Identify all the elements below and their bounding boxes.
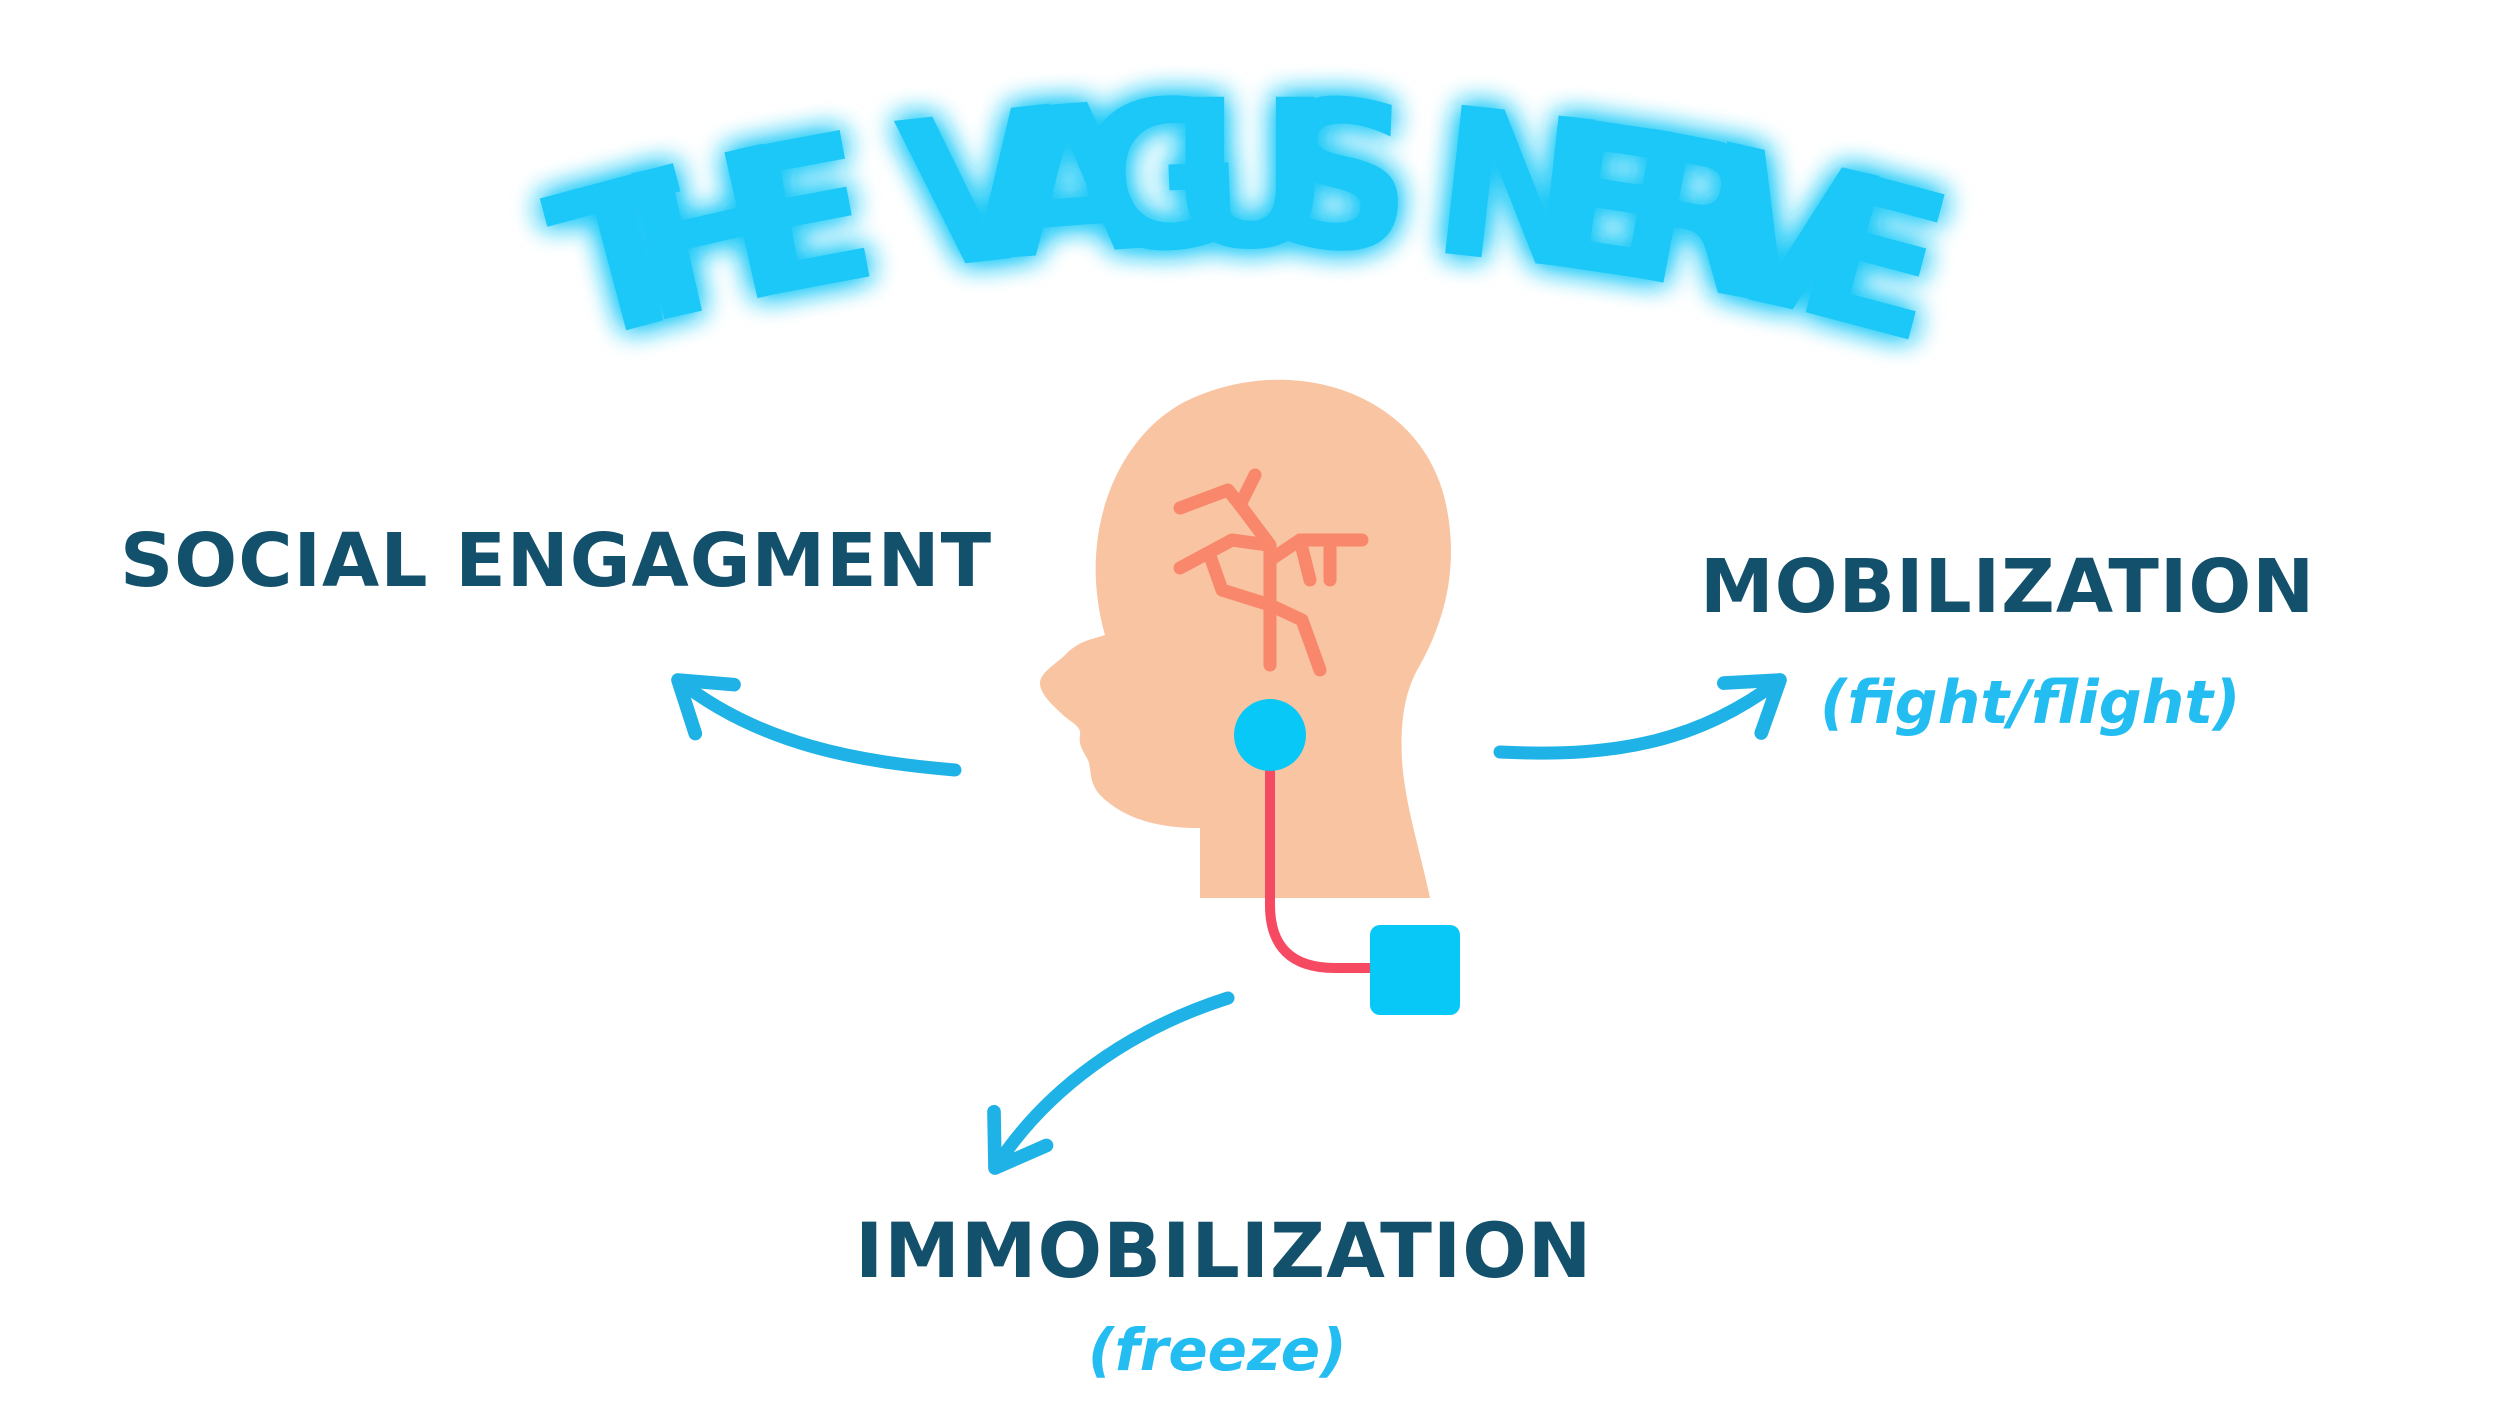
title-letter: V [888,64,1072,318]
title-letter: S [1262,56,1418,299]
label-mobilization: MOBILIZATION [1700,544,2316,630]
nerve-end-square-icon [1370,925,1460,1015]
brain-vessels-icon [1173,468,1369,677]
label-immobilization: IMMOBILIZATION [855,1206,1593,1295]
label-social-engagement: SOCIAL ENGAGMENT [120,518,993,604]
title-letter: E [1522,75,1696,331]
arrow-to-immobilization [987,991,1235,1175]
arrow-to-mobilization [1493,673,1787,760]
sublabel-fight-flight: (fight/flight) [1820,668,2241,738]
sublabel-freeze: (freeze) [1088,1316,1347,1384]
title-letter: G [1071,56,1248,300]
title-letter: A [982,58,1158,307]
title-letter: N [1421,63,1618,319]
arrow-to-social [671,673,962,777]
title-letter: U [1167,57,1333,295]
nerve-node-icon [1234,699,1385,973]
head-profile-icon [1040,379,1451,899]
